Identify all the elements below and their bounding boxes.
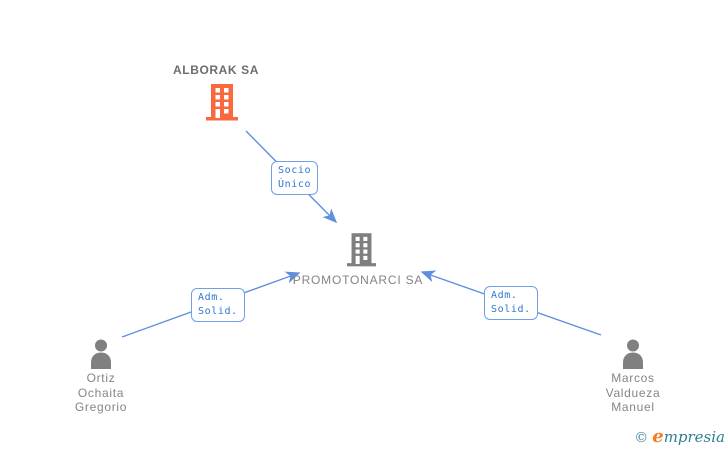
empresia-logo[interactable]: ©empresia bbox=[634, 426, 725, 447]
edge-label-socio-unico: Socio Único bbox=[271, 161, 319, 195]
edge-label-line: Adm. bbox=[198, 292, 225, 303]
company-building-icon[interactable] bbox=[206, 84, 238, 126]
edge-label-adm-solid-left: Adm. Solid. bbox=[191, 288, 245, 322]
edge-label-line: Socio bbox=[278, 165, 312, 176]
node-person-right-name[interactable]: Marcos Valdueza Manuel bbox=[573, 371, 693, 415]
brand-initial: e bbox=[652, 426, 664, 447]
person-name-line: Ochaita bbox=[77, 385, 125, 400]
edge-label-adm-solid-right: Adm. Solid. bbox=[484, 286, 538, 320]
person-name-line: Valdueza bbox=[605, 385, 661, 400]
copyright-icon: © bbox=[634, 430, 649, 446]
person-name-line: Marcos bbox=[611, 371, 655, 385]
person-name-line: Ortiz bbox=[86, 371, 116, 385]
person-icon[interactable] bbox=[619, 339, 647, 374]
edge-label-line: Adm. bbox=[491, 290, 518, 301]
node-person-left-name[interactable]: Ortiz Ochaita Gregorio bbox=[41, 371, 161, 415]
person-name-line: Gregorio bbox=[74, 400, 128, 414]
node-alborak-label[interactable]: ALBORAK SA bbox=[173, 63, 259, 77]
edge-label-line: Solid. bbox=[491, 304, 531, 315]
edge-label-line: Único bbox=[278, 179, 312, 190]
edge-label-line: Solid. bbox=[198, 306, 238, 317]
brand-name: mpresia bbox=[663, 428, 725, 446]
company-building-icon[interactable] bbox=[347, 232, 376, 273]
person-icon[interactable] bbox=[87, 339, 115, 374]
node-promotonarci-label[interactable]: PROMOTONARCI SA bbox=[292, 273, 424, 287]
person-name-line: Manuel bbox=[611, 400, 655, 414]
